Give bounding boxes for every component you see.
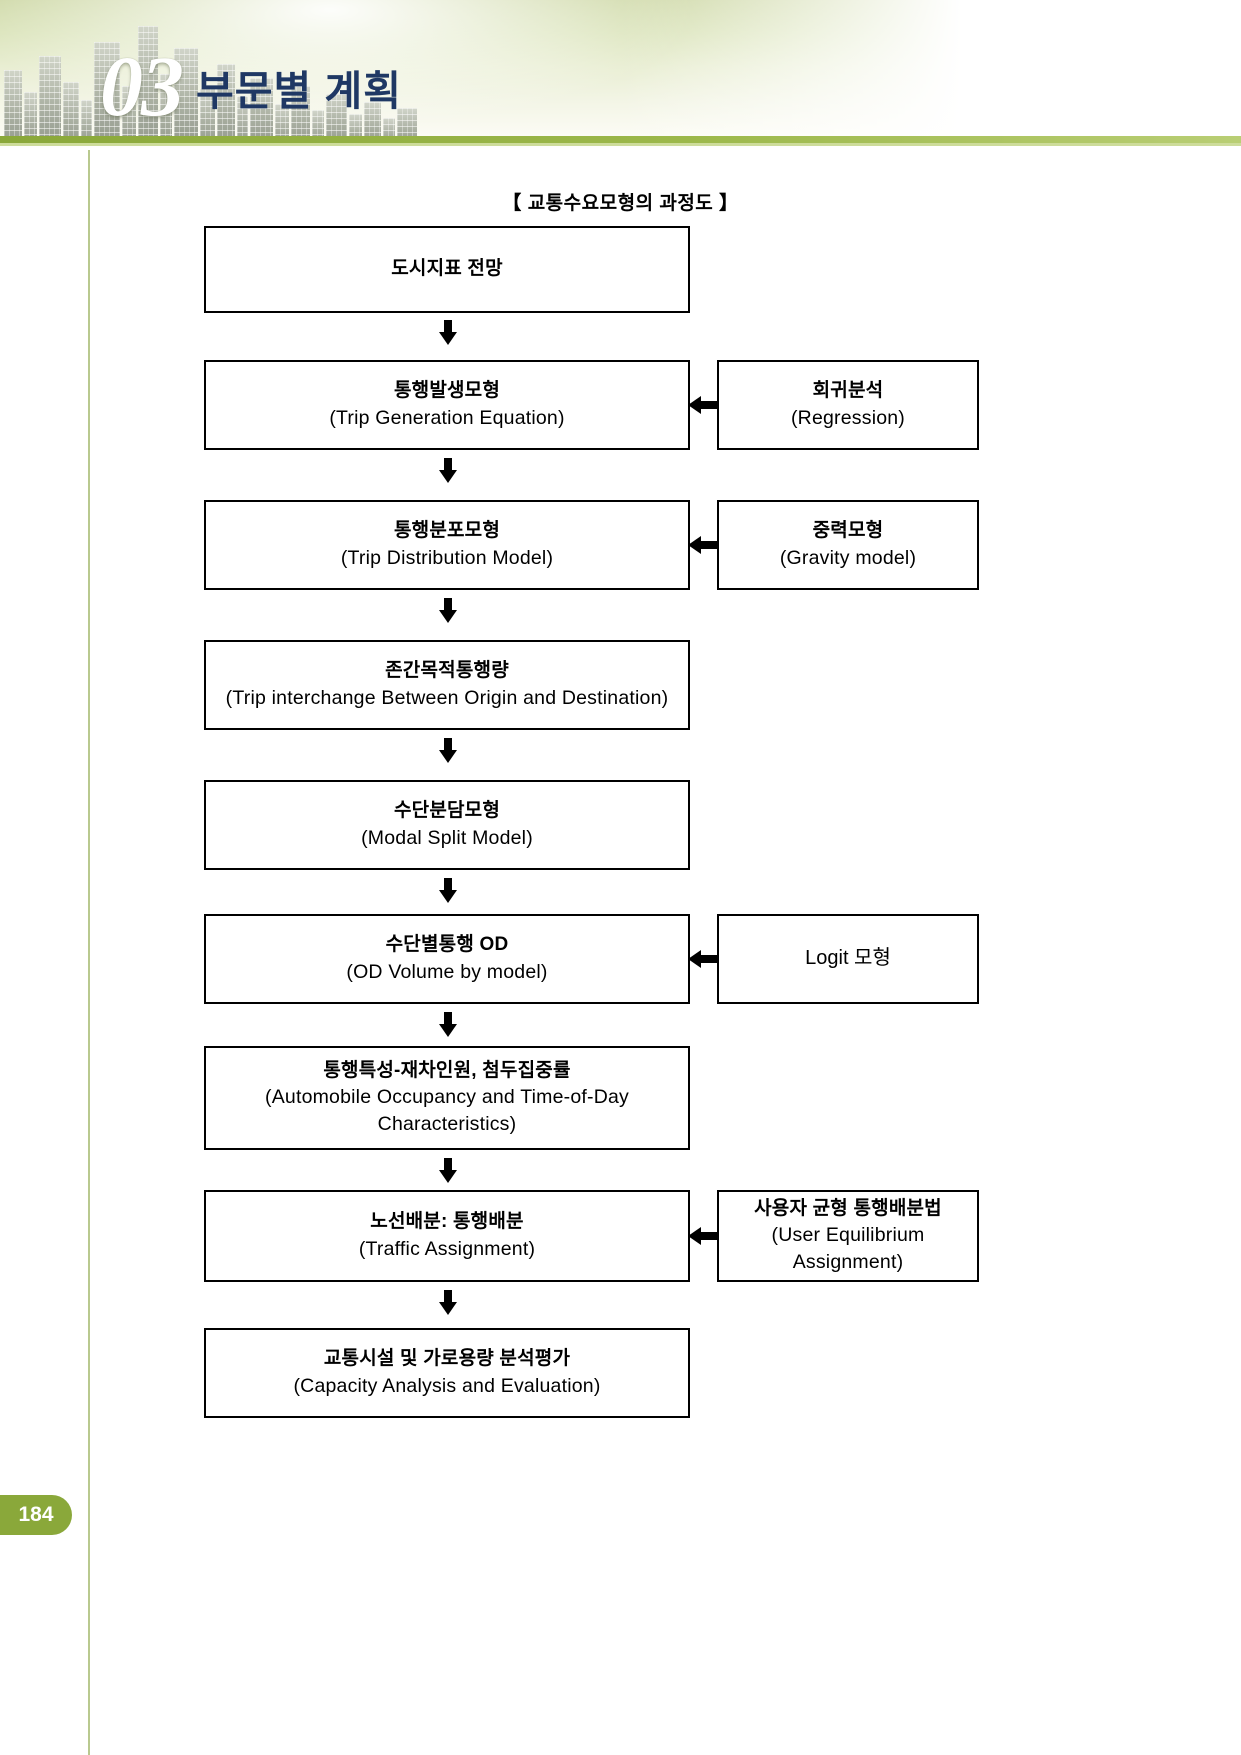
flow-step-2: 통행발생모형 (Trip Generation Equation) <box>204 360 690 450</box>
left-margin-rule <box>88 150 90 1755</box>
side-input-4-ko: 사용자 균형 통행배분법 <box>754 1197 942 1219</box>
chapter-title: 부문별 계획 <box>196 68 402 114</box>
flow-step-2-ko: 통행발생모형 <box>393 380 501 402</box>
side-input-1-ko: 회귀분석 <box>812 380 884 402</box>
flow-arrow-down-4 <box>439 738 457 766</box>
flow-step-4-ko: 존간목적통행량 <box>385 660 509 682</box>
flow-step-9: 교통시설 및 가로용량 분석평가 (Capacity Analysis and … <box>204 1328 690 1418</box>
flow-step-8-en: (Traffic Assignment) <box>358 1237 536 1260</box>
flow-step-8: 노선배분: 통행배분 (Traffic Assignment) <box>204 1190 690 1282</box>
flow-step-9-ko: 교통시설 및 가로용량 분석평가 <box>323 1348 571 1370</box>
flow-arrow-left-3 <box>688 950 718 968</box>
side-input-3-label: Logit 모형 <box>805 947 891 970</box>
side-input-2: 중력모형 (Gravity model) <box>717 500 979 590</box>
header-fade-overlay <box>621 0 1241 150</box>
flow-step-5: 수단분담모형 (Modal Split Model) <box>204 780 690 870</box>
flow-step-3: 통행분포모형 (Trip Distribution Model) <box>204 500 690 590</box>
flow-arrow-down-6 <box>439 1012 457 1040</box>
flow-arrow-down-8 <box>439 1290 457 1318</box>
flow-arrow-down-1 <box>439 320 457 348</box>
flow-step-6-en: (OD Volume by model) <box>346 960 548 983</box>
chapter-number: 03 <box>100 38 184 134</box>
flow-arrow-down-5 <box>439 878 457 906</box>
flow-step-1-ko: 도시지표 전망 <box>391 258 503 280</box>
side-input-4-en2: Assignment) <box>792 1251 904 1274</box>
flow-step-7-en: (Automobile Occupancy and Time-of-Day <box>265 1086 629 1109</box>
flow-step-9-en: (Capacity Analysis and Evaluation) <box>293 1374 601 1397</box>
flow-arrow-left-2 <box>688 536 718 554</box>
flow-step-8-ko: 노선배분: 통행배분 <box>370 1211 524 1233</box>
flow-step-3-en: (Trip Distribution Model) <box>340 546 554 569</box>
flow-arrow-down-3 <box>439 598 457 626</box>
flow-step-5-ko: 수단분담모형 <box>393 800 501 822</box>
flow-arrow-left-1 <box>688 396 718 414</box>
flow-step-4-en: (Trip interchange Between Origin and Des… <box>225 686 669 709</box>
page-header-banner: 03 부문별 계획 <box>0 0 1241 150</box>
flow-step-1: 도시지표 전망 <box>204 226 690 313</box>
side-input-2-en: (Gravity model) <box>779 546 917 569</box>
side-input-1: 회귀분석 (Regression) <box>717 360 979 450</box>
header-accent-bar-light <box>0 143 1241 146</box>
side-input-3: Logit 모형 <box>717 914 979 1004</box>
flow-step-5-en: (Modal Split Model) <box>361 826 533 849</box>
flow-step-6: 수단별통행 OD (OD Volume by model) <box>204 914 690 1004</box>
flow-arrow-down-2 <box>439 458 457 486</box>
cityscape-illustration <box>0 18 430 144</box>
flow-step-4: 존간목적통행량 (Trip interchange Between Origin… <box>204 640 690 730</box>
flow-step-7-ko: 통행특성-재차인원, 첨두집중률 <box>323 1059 571 1081</box>
diagram-title: 【 교통수요모형의 과정도 】 <box>502 193 739 214</box>
flow-step-3-ko: 통행분포모형 <box>393 520 501 542</box>
side-input-1-en: (Regression) <box>790 406 906 429</box>
flow-arrow-left-4 <box>688 1227 718 1245</box>
side-input-2-ko: 중력모형 <box>812 520 884 542</box>
side-input-4: 사용자 균형 통행배분법 (User Equilibrium Assignmen… <box>717 1190 979 1282</box>
flow-step-6-ko: 수단별통행 OD <box>385 934 509 956</box>
flow-step-7-en2: Characteristics) <box>377 1113 517 1136</box>
header-accent-bar <box>0 136 1241 143</box>
page-number-badge: 184 <box>0 1495 72 1535</box>
flow-arrow-down-7 <box>439 1158 457 1186</box>
flow-step-2-en: (Trip Generation Equation) <box>329 406 565 429</box>
side-input-4-en: (User Equilibrium <box>771 1224 925 1247</box>
flow-step-7: 통행특성-재차인원, 첨두집중률 (Automobile Occupancy a… <box>204 1046 690 1150</box>
